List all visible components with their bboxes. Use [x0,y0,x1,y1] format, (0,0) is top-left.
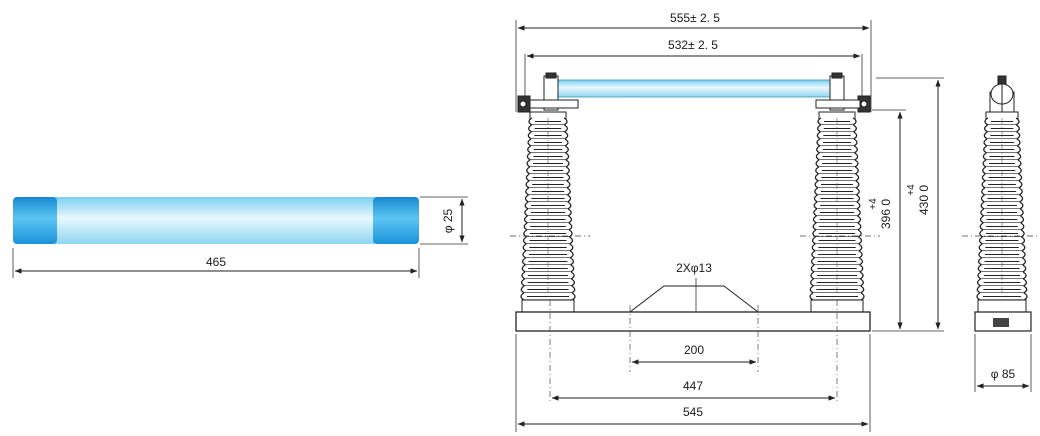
mount-spacing-dimension: 447 [551,379,836,401]
right-insulator [809,111,865,313]
inner-height-dimension: 396 0 +4 [868,109,906,332]
base-plate [515,311,871,332]
left-insulator [520,111,576,313]
fuse-end-cap-left [13,197,57,244]
side-base-diameter-label: φ 85 [991,367,1016,381]
right-contact [815,72,871,113]
fuse-length-label: 465 [206,255,226,269]
insulator-pedestal [977,299,1027,313]
mount-spacing-label: 447 [683,379,703,393]
inner-width-dimension: 532± 2. 5 [524,38,863,98]
inner-width-label: 532± 2. 5 [668,38,718,52]
outer-height-tol: +4 [906,184,917,196]
hole-spacing-dimension: 200 [631,343,757,365]
outer-height-dimension: 430 0 +4 [876,77,944,332]
base-length-label: 545 [683,405,703,419]
base-length-dimension: 545 [515,334,871,432]
outer-width-dimension: 555± 2. 5 [515,11,872,112]
side-view: φ 85 [962,75,1040,392]
side-top-fitting [989,75,1015,113]
fuse-diameter-label: φ 25 [441,208,455,233]
inner-height-label: 396 0 [879,199,893,229]
outer-width-label: 555± 2. 5 [670,11,720,25]
fuse-end-cap-right [373,197,419,244]
side-insulator [976,111,1028,313]
hole-spacing-label: 200 [684,343,704,357]
fuse-tube [13,197,419,244]
fuse-tube-body [55,197,375,244]
fuse-length-dimension: 465 [12,248,420,278]
holes-label: 2Xφ13 [676,261,712,275]
fuse-diameter-dimension: φ 25 [420,196,468,245]
left-contact [517,72,579,113]
inner-height-tol: +4 [868,198,879,210]
insulator-pedestal [521,299,575,313]
mounting-bracket [629,285,759,313]
outer-height-label: 430 0 [917,185,931,215]
mounted-fuse-tube [551,79,841,98]
